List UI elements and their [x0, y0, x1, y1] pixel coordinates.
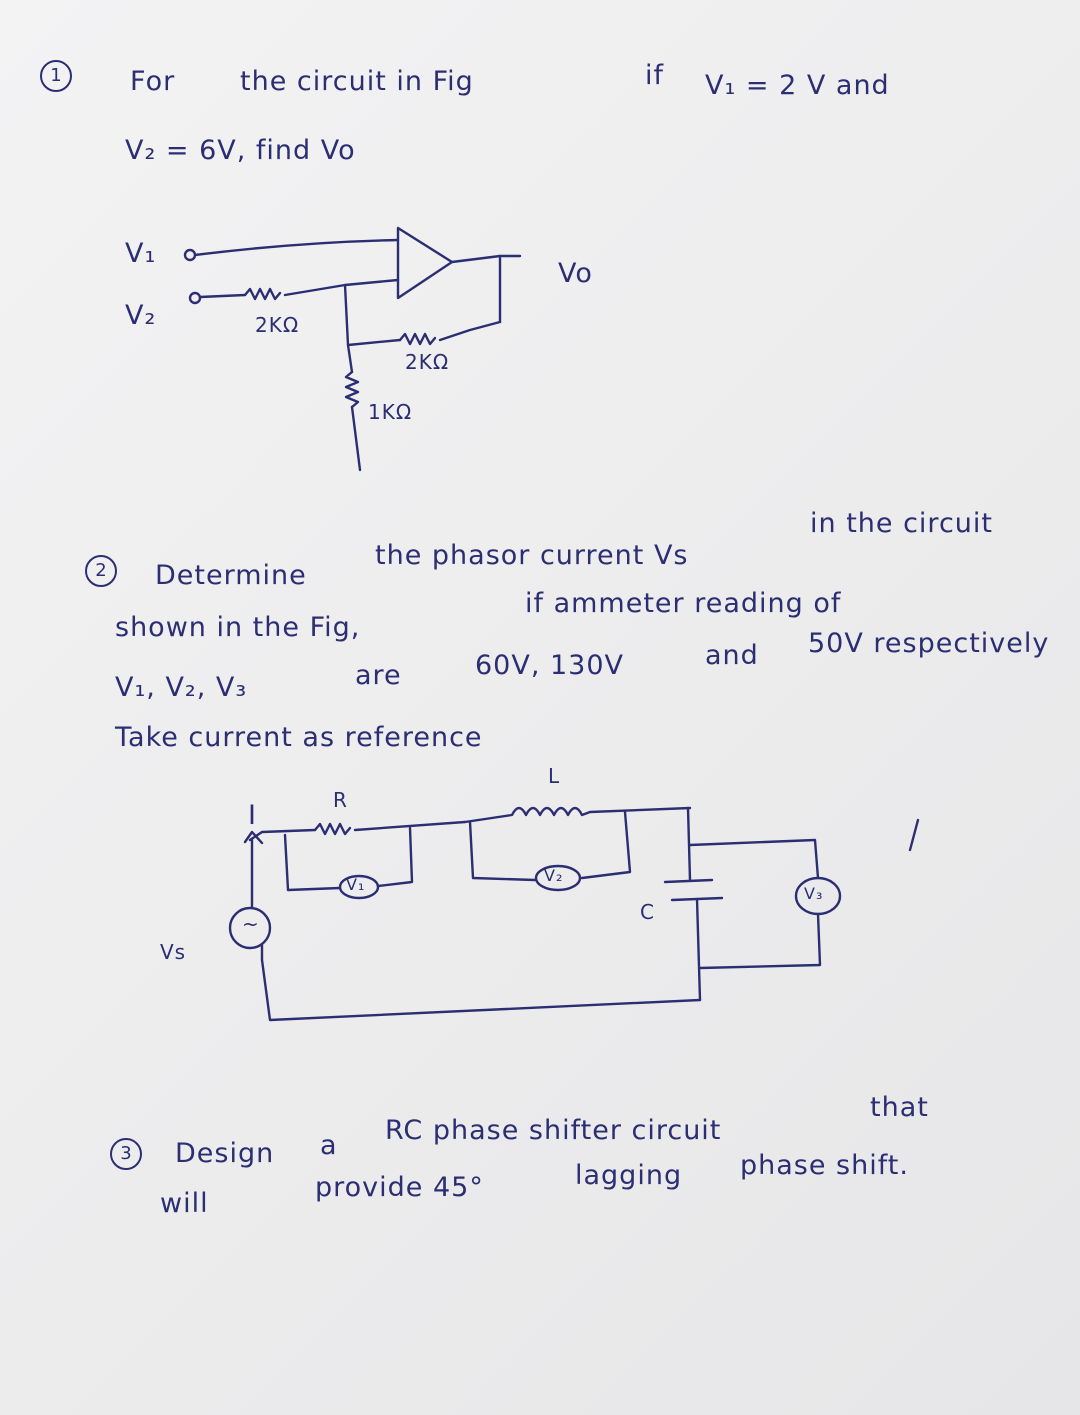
inductor-l: [463, 806, 692, 824]
resistor-1k: [344, 370, 360, 409]
label-vs: Vs: [160, 940, 187, 964]
wire-top-mid: [353, 820, 467, 832]
question-text: if ammeter reading of: [525, 588, 842, 619]
question-text: V₁, V₂, V₃: [115, 672, 248, 703]
opamp-symbol: [396, 226, 454, 300]
capacitor-plate-top: [663, 878, 714, 884]
question-text: shown in the Fig,: [115, 612, 361, 643]
resistor-2k-feedback: [398, 332, 437, 346]
wire-v1-right: [376, 826, 414, 888]
wire-to-capacitor: [686, 806, 692, 882]
label-meter-v3: V₃: [804, 884, 824, 903]
question-text: lagging: [575, 1160, 683, 1191]
question-text: Take current as reference: [115, 722, 483, 753]
wire-fb-right: [438, 320, 502, 342]
question-text: the phasor current Vs: [375, 540, 689, 571]
question-text: V₁ = 2 V and: [705, 70, 890, 101]
question-text: 50V respectively: [808, 628, 1050, 659]
question-text: Determine: [155, 560, 307, 591]
question-text: Design: [175, 1138, 275, 1169]
wire-v2-right: [580, 810, 632, 880]
question-text: and: [705, 640, 759, 671]
source-symbol: ~: [242, 912, 260, 936]
wire-top-left: [248, 828, 317, 842]
label-r-1k: 1KΩ: [368, 400, 413, 424]
question-text: will: [160, 1188, 209, 1219]
wire-v1: [193, 238, 400, 257]
question-text: are: [355, 660, 402, 691]
label-meter-v2: V₂: [544, 866, 564, 885]
question-text: a: [320, 1130, 338, 1161]
question-text: V₂ = 6V, find Vo: [125, 135, 356, 166]
question-number: 2: [85, 555, 117, 587]
resistor-r: [313, 822, 352, 836]
pen-mark: [908, 818, 920, 852]
voltmeter-v2: [534, 864, 582, 892]
question-number: 3: [110, 1138, 142, 1170]
label-vo: Vo: [558, 258, 593, 289]
question-text: the circuit in Fig: [240, 66, 474, 97]
question-text: For: [130, 66, 176, 97]
label-v1: V₁: [125, 238, 157, 269]
wire-from-capacitor: [695, 897, 702, 1002]
label-v2: V₂: [125, 300, 157, 331]
wire-v1-left: [283, 833, 342, 892]
question-text: provide 45°: [315, 1172, 484, 1203]
question-text: phase shift.: [740, 1150, 909, 1181]
label-current: I: [248, 800, 257, 831]
wire-v2-left: [468, 820, 537, 882]
question-text: 60V, 130V: [475, 650, 624, 681]
voltmeter-v1: [338, 874, 380, 900]
ac-source: [228, 906, 272, 950]
wire-v2: [198, 293, 247, 299]
question-text: RC phase shifter circuit: [385, 1115, 722, 1146]
label-resistor: R: [333, 788, 348, 812]
wire-v3-bottom: [698, 912, 822, 970]
wire-ground: [350, 405, 362, 472]
question-text: if: [645, 60, 665, 91]
label-r-2k-top: 2KΩ: [255, 313, 300, 337]
wire-v3-top: [688, 838, 820, 880]
label-meter-v1: V₁: [346, 875, 366, 894]
wire-fb-left: [346, 338, 402, 347]
current-arrow: [243, 830, 264, 845]
question-number: 1: [40, 60, 72, 92]
resistor-2k-top: [243, 287, 282, 301]
wire-bottom: [260, 958, 702, 1022]
question-text: in the circuit: [810, 508, 993, 539]
question-text: that: [870, 1092, 929, 1123]
label-capacitor: C: [640, 900, 655, 924]
label-r-2k-feedback: 2KΩ: [405, 350, 450, 374]
label-inductor: L: [548, 764, 561, 788]
